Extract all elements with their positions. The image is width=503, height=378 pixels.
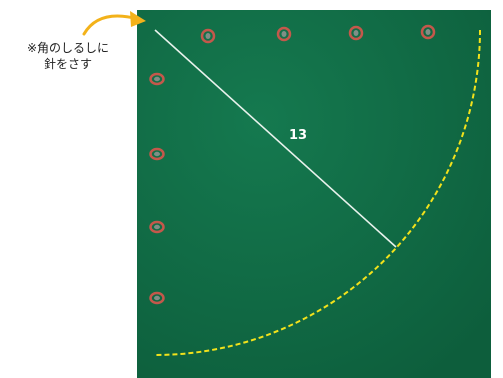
corner-instruction-note: ※角のしるしに 針をさす <box>4 40 132 72</box>
stitch-marks-left-column <box>149 72 165 305</box>
stitch-mark-icon <box>276 26 292 42</box>
note-line-2: 針をさす <box>43 57 92 71</box>
stitch-mark-icon <box>149 147 165 161</box>
stitch-mark-icon <box>149 220 165 234</box>
radius-label: 13 <box>289 128 307 143</box>
stitch-mark-icon <box>200 28 216 44</box>
stitch-mark-icon <box>420 24 436 40</box>
stitch-mark-icon <box>149 291 165 305</box>
stitch-mark-icon <box>149 72 165 86</box>
note-line-1: ※角のしるしに <box>26 41 110 55</box>
stitch-marks-top-row <box>200 24 436 44</box>
dashed-quarter-arc <box>154 29 481 356</box>
stitch-mark-icon <box>348 25 364 41</box>
green-fabric-panel <box>137 10 491 378</box>
radius-measure-line <box>154 29 397 248</box>
curved-arrow-icon <box>82 11 146 36</box>
